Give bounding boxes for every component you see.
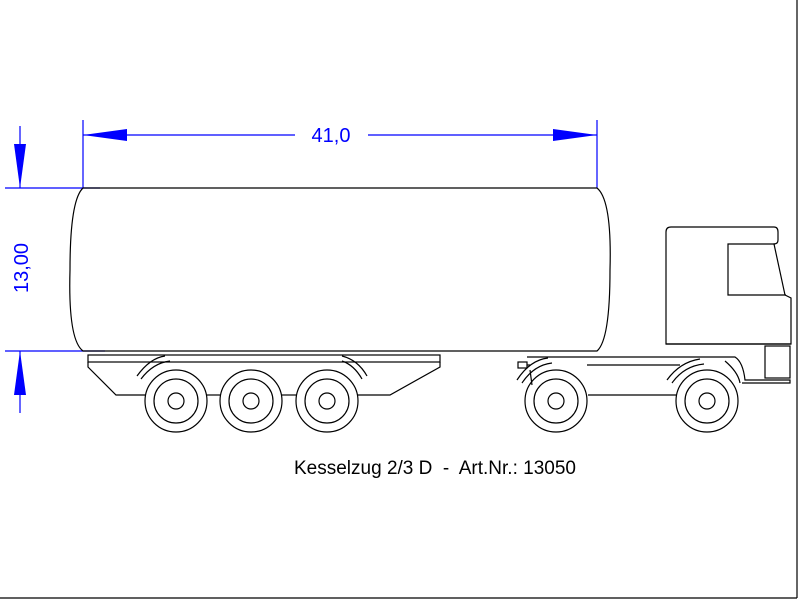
length-dimension: 41,0: [82, 120, 598, 188]
wheel: [144, 369, 208, 433]
tractor-wheels: [524, 369, 739, 433]
arrow-left-icon: [83, 129, 127, 141]
cab: [665, 226, 792, 345]
arrow-right-icon: [553, 129, 597, 141]
wheel: [219, 369, 283, 433]
wheel: [295, 369, 359, 433]
height-dimension: 13,00: [5, 126, 105, 413]
length-value: 41,0: [312, 125, 351, 147]
wheel: [524, 369, 588, 433]
trailer-wheels: [144, 369, 359, 433]
windshield: [727, 243, 786, 296]
arrow-down-icon: [14, 144, 26, 188]
tank: [69, 187, 611, 352]
height-value: 13,00: [11, 243, 33, 293]
tractor: [516, 226, 792, 396]
drawing-caption: Kesselzug 2/3 D - Art.Nr.: 13050: [294, 458, 576, 479]
trailer-chassis: [87, 354, 441, 396]
bumper: [764, 345, 791, 379]
arrow-up-icon: [14, 351, 26, 395]
wheel: [675, 369, 739, 433]
